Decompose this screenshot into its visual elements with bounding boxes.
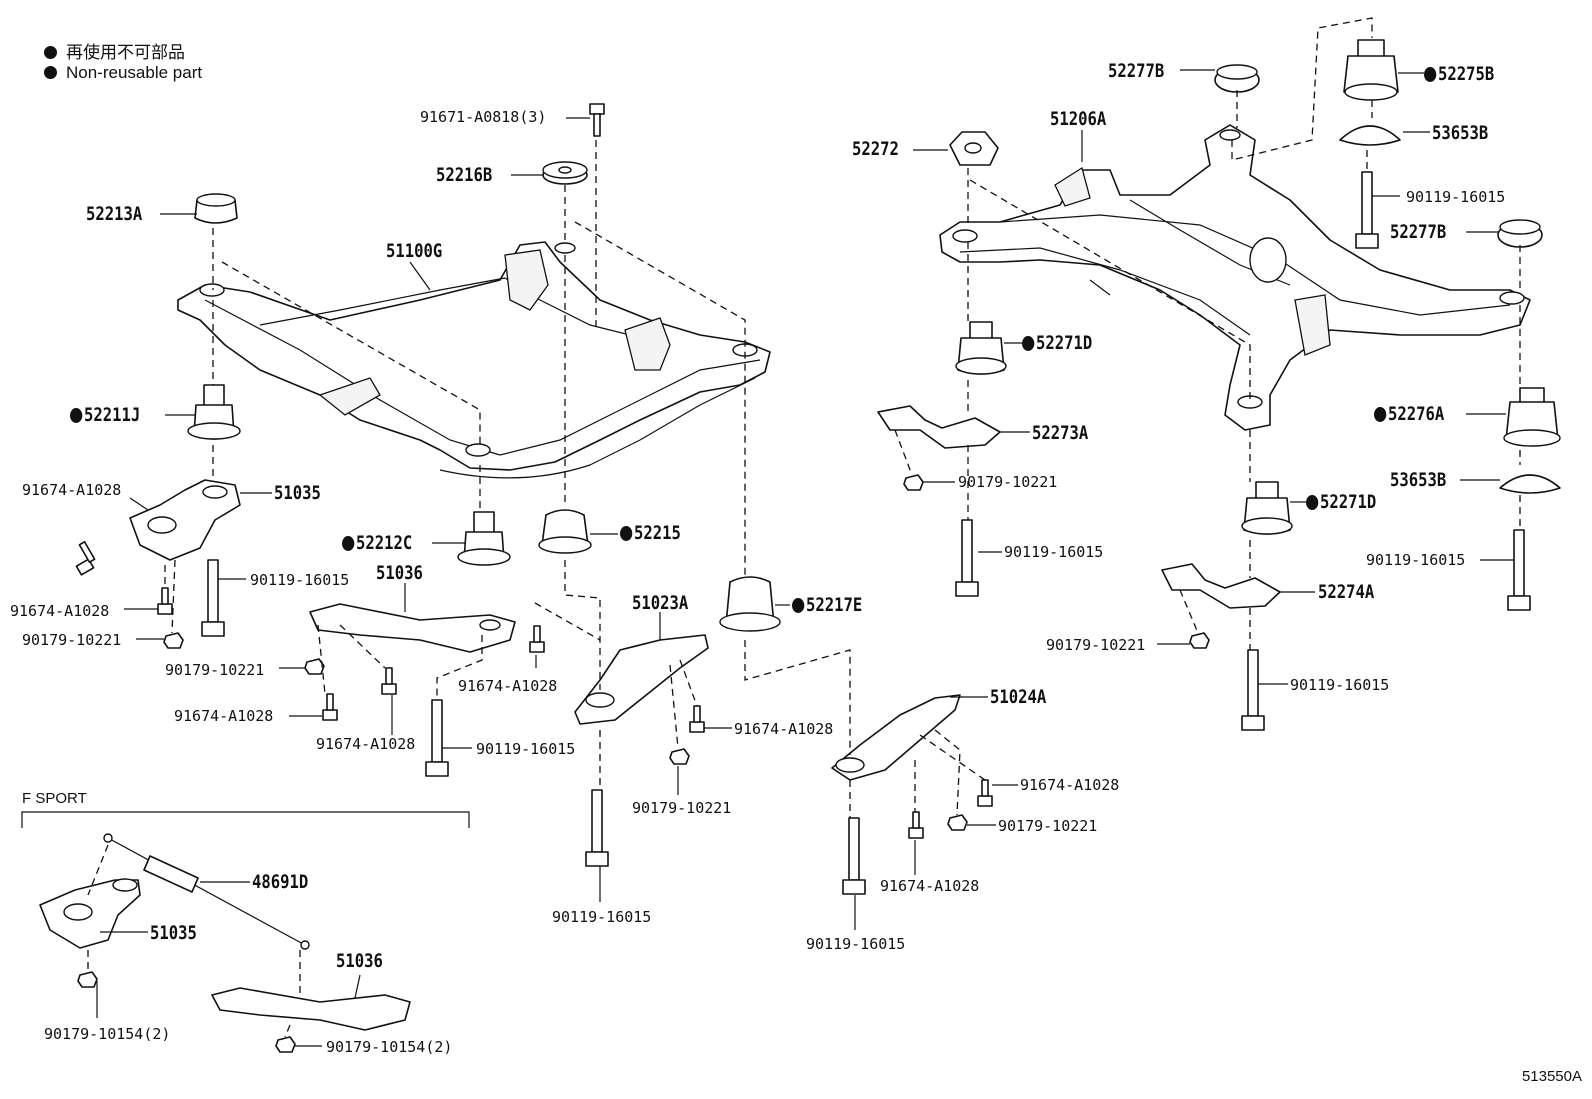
part-label: 53653B <box>1390 469 1447 491</box>
part-label: 52213A <box>86 203 143 225</box>
non-reusable-dot-icon <box>70 408 83 423</box>
part-label-nonreusable: 52271D <box>1306 491 1376 513</box>
leader-lines <box>96 69 1514 1047</box>
part-label: 90179-10221 <box>165 661 265 679</box>
alignment-lines <box>87 17 1521 1038</box>
braces <box>39 405 1281 1031</box>
part-label: 90119-16015 <box>250 571 350 589</box>
fasteners <box>75 103 1531 1053</box>
part-label-text: 52276A <box>1387 403 1445 425</box>
part-label: 51024A <box>990 686 1047 708</box>
part-label: 51036 <box>376 562 423 584</box>
part-label: 51206A <box>1050 108 1107 130</box>
non-reusable-dot-icon <box>342 536 355 551</box>
part-label: 90119-16015 <box>1406 188 1506 206</box>
part-label: 48691D <box>252 871 309 893</box>
legend-jp: 再使用不可部品 <box>44 38 185 63</box>
part-label: 51023A <box>632 592 689 614</box>
part-label: 90179-10154(2) <box>44 1025 171 1043</box>
non-reusable-dot-icon <box>1306 495 1319 510</box>
part-label: 91674-A1028 <box>10 602 110 620</box>
part-label: 51035 <box>150 922 197 944</box>
part-label-nonreusable: 52212C <box>342 532 412 554</box>
part-label: 52216B <box>436 164 493 186</box>
part-label: 90119-16015 <box>1290 676 1390 694</box>
part-label: 52273A <box>1032 422 1089 444</box>
part-label: 90179-10154(2) <box>326 1038 453 1056</box>
non-reusable-dot-icon <box>44 66 57 79</box>
legend-en-text: Non-reusable part <box>66 63 203 82</box>
part-label-text: 52271D <box>1319 491 1377 513</box>
rear-subframe-51206a <box>939 124 1531 431</box>
legend-jp-text: 再使用不可部品 <box>66 43 185 62</box>
part-label: 91674-A1028 <box>316 735 416 753</box>
part-label-text: 52217E <box>805 594 863 616</box>
non-reusable-dot-icon <box>44 46 57 59</box>
part-label-text: 52275B <box>1437 63 1495 85</box>
non-reusable-dot-icon <box>792 598 805 613</box>
part-label: 91671-A0818(3) <box>420 108 547 126</box>
part-label: 91674-A1028 <box>880 877 980 895</box>
part-label: 51036 <box>336 950 383 972</box>
part-label: 90119-16015 <box>806 935 906 953</box>
part-label-nonreusable: 52211J <box>70 404 140 426</box>
bushings <box>187 39 1561 632</box>
part-label-nonreusable: 52271D <box>1022 332 1092 354</box>
diagram-ref-code: 513550A <box>1521 1068 1582 1085</box>
legend-en: Non-reusable part <box>44 63 202 83</box>
non-reusable-dot-icon <box>1022 336 1035 351</box>
part-label: 90119-16015 <box>476 740 576 758</box>
part-label-nonreusable: 52275B <box>1424 63 1494 85</box>
fsport-bracket <box>21 811 470 828</box>
part-label-nonreusable: 52215 <box>620 522 681 544</box>
part-label: 52272 <box>852 138 899 160</box>
part-label: 90119-16015 <box>1366 551 1466 569</box>
part-label: 91674-A1028 <box>458 677 558 695</box>
part-label: 52277B <box>1390 221 1447 243</box>
front-subframe-51100g <box>177 241 771 479</box>
part-label: 53653B <box>1432 122 1489 144</box>
non-reusable-dot-icon <box>620 526 633 541</box>
part-label: 91674-A1028 <box>22 481 122 499</box>
part-label: 91674-A1028 <box>734 720 834 738</box>
part-label-text: 52211J <box>83 404 141 426</box>
non-reusable-dot-icon <box>1374 407 1387 422</box>
part-label: 51035 <box>274 482 321 504</box>
part-label: 90179-10221 <box>22 631 122 649</box>
part-label: 51100G <box>386 240 443 262</box>
part-label: 52277B <box>1108 60 1165 82</box>
part-label: 91674-A1028 <box>1020 776 1120 794</box>
part-label: 90179-10221 <box>998 817 1098 835</box>
part-label-nonreusable: 52217E <box>792 594 862 616</box>
non-reusable-dot-icon <box>1424 67 1437 82</box>
part-label: 91674-A1028 <box>174 707 274 725</box>
part-label: 90179-10221 <box>958 473 1058 491</box>
part-label-text: 52212C <box>355 532 413 554</box>
section-label-fsport: F SPORT <box>22 790 87 807</box>
part-label-text: 52215 <box>633 522 681 544</box>
part-label: 52274A <box>1318 581 1375 603</box>
part-label: 90119-16015 <box>552 908 652 926</box>
part-label: 90179-10221 <box>632 799 732 817</box>
part-label: 90119-16015 <box>1004 543 1104 561</box>
part-label-text: 52271D <box>1035 332 1093 354</box>
part-label: 90179-10221 <box>1046 636 1146 654</box>
part-label-nonreusable: 52276A <box>1374 403 1444 425</box>
